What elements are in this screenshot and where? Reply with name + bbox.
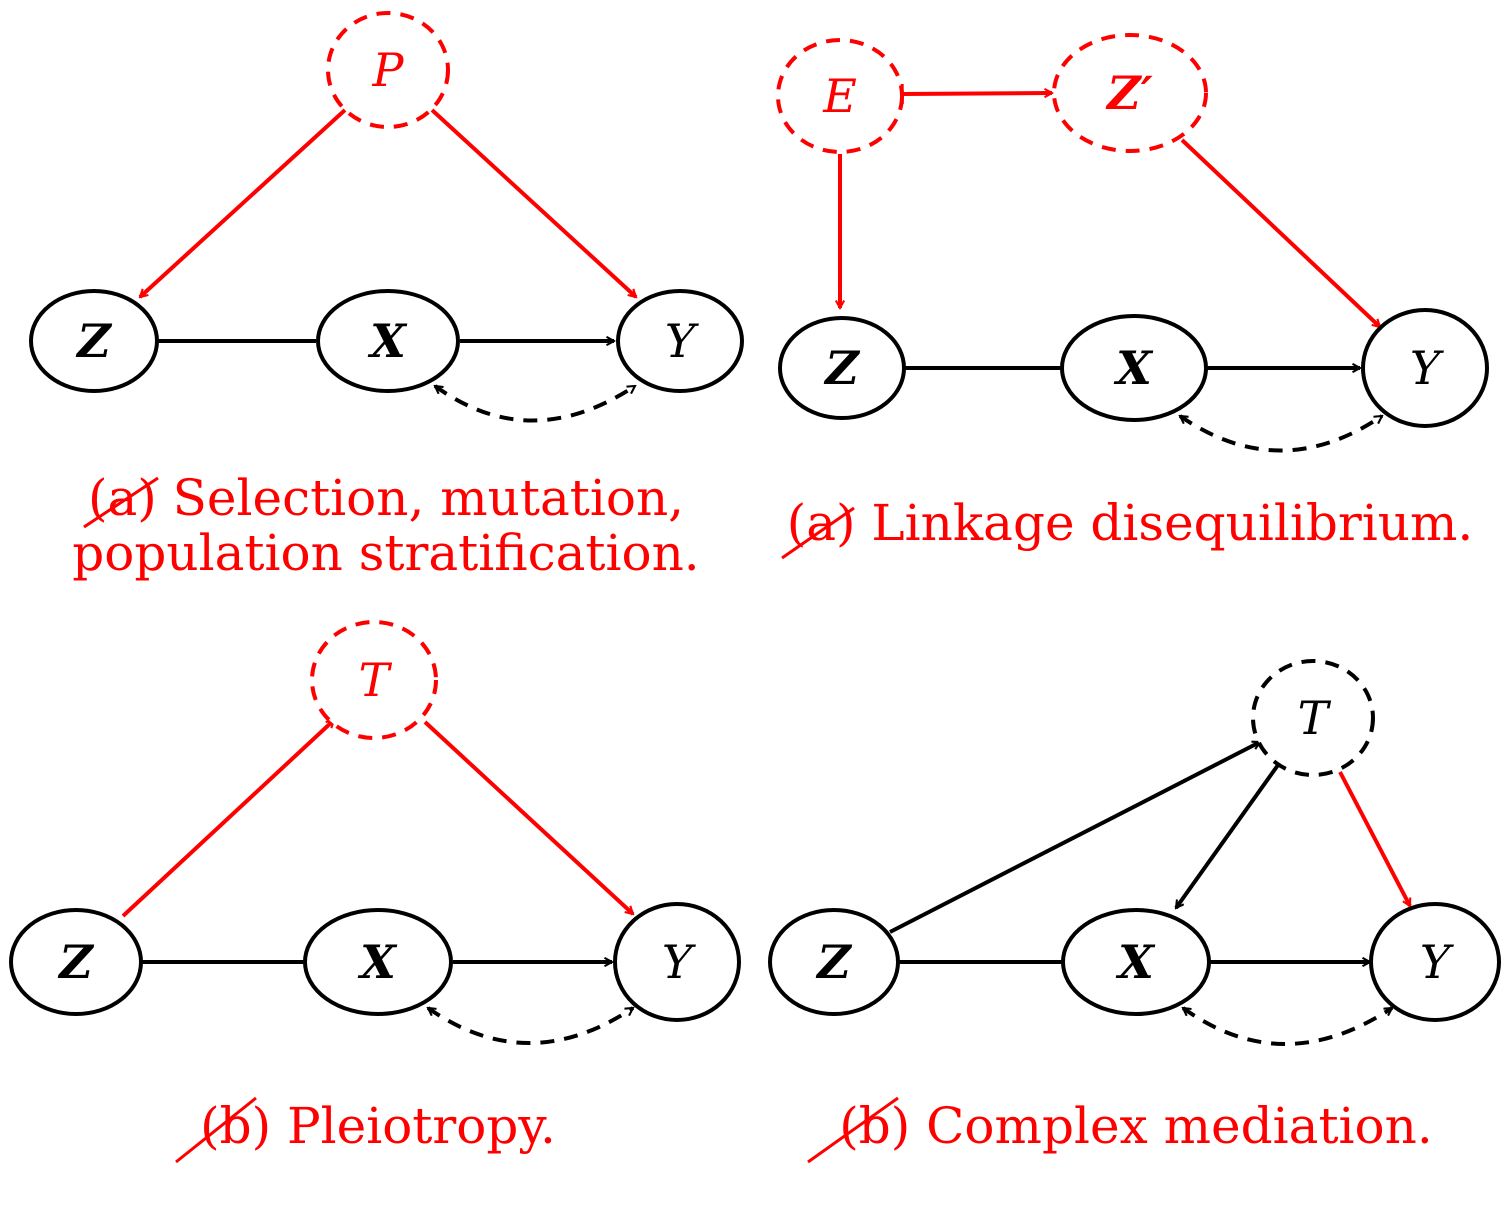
node-y-label: Y — [665, 314, 700, 368]
node-t-label: T — [359, 653, 393, 707]
edge-p-to-z — [140, 108, 347, 299]
node-z-label: Z — [823, 341, 860, 395]
caption-strike — [781, 506, 855, 560]
node-x-label: X — [367, 314, 408, 368]
edge-x-y-bidirected — [1180, 414, 1382, 453]
node-t — [310, 620, 438, 740]
node-x-label: X — [1113, 341, 1154, 395]
node-y — [1369, 902, 1501, 1022]
node-t-label: T — [1298, 691, 1332, 745]
node-x — [316, 289, 460, 393]
caption: (b) Pleiotropy. — [200, 1097, 556, 1155]
caption-strike — [175, 1096, 257, 1164]
node-p — [326, 11, 450, 129]
node-z — [9, 908, 143, 1016]
node-y — [616, 289, 744, 393]
edge-t-to-y — [423, 720, 633, 916]
node-x — [1061, 908, 1211, 1016]
node-zprime-label: Z′ — [1105, 66, 1153, 120]
caption-line-1: (a) Selection, mutation, — [88, 469, 684, 527]
caption-strike — [807, 1096, 899, 1164]
node-z-label: Z — [815, 935, 852, 989]
node-z — [768, 908, 900, 1016]
caption-strike — [83, 476, 159, 529]
edge-z-to-t — [121, 718, 334, 918]
node-y-label: Y — [1410, 341, 1445, 395]
node-x — [303, 908, 453, 1016]
node-y — [613, 902, 741, 1022]
edge-zprime-to-y — [1180, 138, 1380, 327]
node-e — [776, 38, 904, 154]
node-x-label: X — [357, 935, 398, 989]
node-zprime — [1052, 33, 1208, 153]
node-z-label: Z — [57, 935, 94, 989]
node-p-label: P — [372, 43, 405, 97]
node-y — [1361, 308, 1489, 428]
node-y-label: Y — [1420, 935, 1455, 989]
caption: (a) Linkage disequilibrium. — [787, 494, 1474, 552]
caption: (b) Complex mediation. — [839, 1097, 1432, 1155]
edge-t-to-y — [1338, 771, 1412, 906]
panel-selection-mutation: P Z X Y (a) Selection, mutation, populat… — [29, 11, 744, 582]
panel-linkage-disequilibrium: E Z′ Z X Y (a) Linkage disequilibrium. — [776, 33, 1489, 560]
edge-p-to-y — [430, 108, 636, 299]
node-t — [1251, 659, 1375, 777]
node-z — [778, 316, 906, 420]
node-x — [1060, 314, 1208, 422]
node-e-label: E — [822, 69, 857, 123]
edge-z-to-t — [889, 740, 1260, 934]
node-x-label: X — [1115, 935, 1156, 989]
node-z-label: Z — [75, 314, 112, 368]
panel-pleiotropy: T Z X Y (b) Pleiotropy. — [9, 620, 741, 1164]
node-z — [29, 289, 159, 393]
edge-x-y-bidirected — [1183, 1006, 1392, 1046]
edge-x-y-bidirected — [435, 384, 635, 423]
panel-complex-mediation: T Z X Y (b) Complex mediation. — [768, 659, 1501, 1164]
edge-t-to-x — [1174, 763, 1280, 908]
edge-e-to-zprime — [902, 93, 1052, 94]
edge-x-y-bidirected — [428, 1006, 633, 1045]
node-y-label: Y — [662, 935, 697, 989]
caption-line-2: population stratification. — [72, 524, 699, 582]
